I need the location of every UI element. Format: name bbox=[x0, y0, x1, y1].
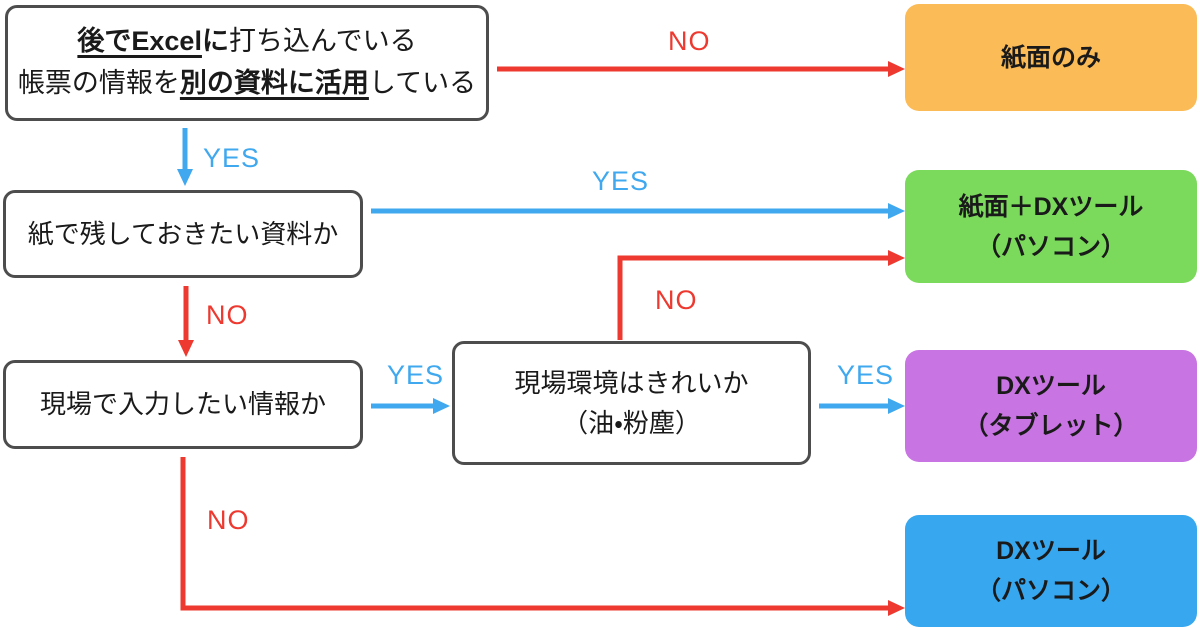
plain-text: 打ち込んでいる bbox=[228, 26, 417, 57]
question-node-excel-reuse: 後でExcelに打ち込んでいる 帳票の情報を別の資料に活用している bbox=[5, 5, 489, 121]
emphasized-text: 別の資料に活用 bbox=[179, 68, 369, 98]
edge-label-yes-q1: YES bbox=[203, 143, 261, 173]
edge-label-no-q1: NO bbox=[668, 26, 711, 56]
question-text-line: 帳票の情報を別の資料に活用している bbox=[18, 63, 476, 105]
arrow-no-q3-to-dx-pc bbox=[180, 457, 905, 616]
arrow-no-q4-to-paper-dx bbox=[617, 250, 905, 340]
result-text-line: DXツール bbox=[996, 372, 1106, 400]
result-node-dx-tablet: DXツール （タブレット） bbox=[905, 350, 1197, 462]
result-text-line: （パソコン） bbox=[975, 577, 1126, 605]
edge-label-yes-q4: YES bbox=[837, 360, 895, 390]
question-text-line: 現場で入力したい情報か bbox=[39, 389, 326, 420]
question-text-line: （油・粉塵） bbox=[562, 408, 701, 438]
question-node-input-on-site: 現場で入力したい情報か bbox=[3, 360, 363, 449]
question-text-line: 現場環境はきれいか bbox=[514, 367, 749, 398]
result-text-line: DXツール bbox=[996, 537, 1106, 565]
plain-text: 帳票の情報を bbox=[17, 68, 180, 98]
edge-label-no-q4: NO bbox=[655, 285, 698, 315]
bold-text: に bbox=[201, 26, 229, 57]
plain-text: している bbox=[368, 68, 477, 98]
result-text-line: （タブレット） bbox=[963, 412, 1139, 440]
question-node-site-environment: 現場環境はきれいか （油・粉塵） bbox=[452, 341, 811, 465]
result-text-line: （パソコン） bbox=[975, 232, 1126, 261]
question-node-keep-on-paper: 紙で残しておきたい資料か bbox=[3, 190, 363, 278]
edge-label-yes-q2: YES bbox=[592, 166, 650, 196]
result-node-paper-plus-dx-pc: 紙面＋DXツール （パソコン） bbox=[905, 170, 1197, 283]
result-text-line: 紙面のみ bbox=[1000, 43, 1101, 72]
question-text-line: 紙で残しておきたい資料か bbox=[27, 218, 339, 249]
question-text-line: 後でExcelに打ち込んでいる bbox=[77, 21, 416, 63]
edge-label-no-q2: NO bbox=[206, 300, 249, 330]
edge-label-yes-q3: YES bbox=[387, 360, 445, 390]
result-node-paper-only: 紙面のみ bbox=[905, 4, 1197, 111]
result-node-dx-pc: DXツール （パソコン） bbox=[905, 515, 1197, 627]
emphasized-text: 後でExcel bbox=[77, 26, 202, 57]
result-text-line: 紙面＋DXツール bbox=[958, 192, 1144, 221]
edge-label-no-q3: NO bbox=[207, 505, 250, 535]
